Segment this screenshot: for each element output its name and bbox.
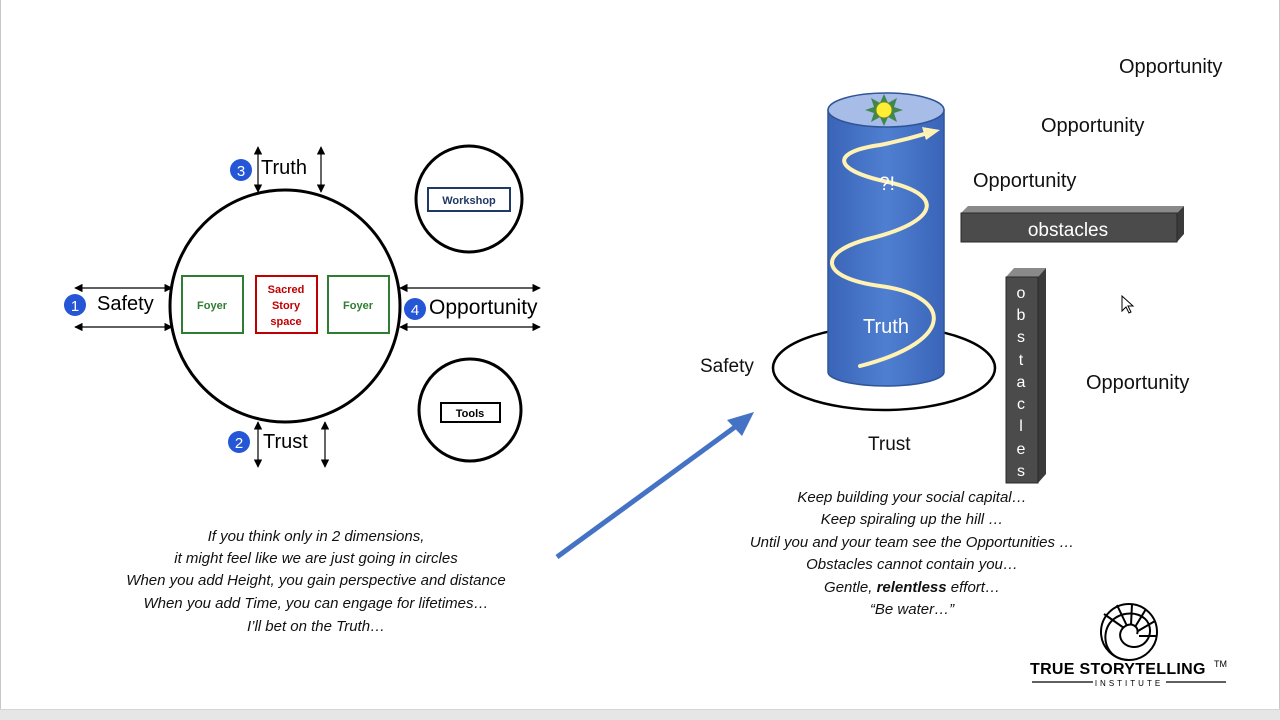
truth-cylinder [827, 92, 945, 387]
right-caption-line-3: Until you and your team see the Opportun… [750, 534, 1074, 551]
right-safety-label: Safety [700, 356, 754, 377]
left-caption-line-5: I’ll bet on the Truth… [247, 618, 385, 635]
svg-text:t: t [1019, 352, 1024, 369]
left-caption: If you think only in 2 dimensions, it mi… [126, 528, 505, 635]
left-caption-line-3: When you add Height, you gain perspectiv… [126, 572, 505, 589]
svg-text:Sacred: Sacred [268, 284, 305, 296]
left-caption-line-1: If you think only in 2 dimensions, [208, 528, 425, 545]
svg-text:b: b [1017, 307, 1026, 324]
svg-text:Foyer: Foyer [197, 300, 228, 312]
left-truth-label: Truth [261, 157, 307, 179]
svg-text:e: e [1017, 441, 1026, 458]
right-caption-line-5: Gentle, relentless effort… [824, 579, 1000, 596]
badge-3: 3 [230, 159, 252, 181]
svg-text:3: 3 [237, 163, 245, 180]
left-caption-line-2: it might feel like we are just going in … [174, 550, 458, 567]
svg-text:TM: TM [1214, 659, 1227, 669]
svg-text:obstacles: obstacles [1028, 220, 1108, 241]
svg-text:l: l [1019, 418, 1023, 435]
spiral-arrowhead [922, 127, 940, 140]
left-diagram: Safety Trust Truth Opportunity 1 2 3 4 F… [64, 144, 541, 468]
svg-text:s: s [1017, 329, 1025, 346]
svg-text:space: space [270, 316, 301, 328]
opportunity-label-3: Opportunity [973, 170, 1076, 192]
true-storytelling-logo: TRUE STORYTELLING TM INSTITUTE [1030, 603, 1227, 688]
svg-text:o: o [1017, 285, 1026, 302]
svg-text:1: 1 [71, 298, 79, 315]
left-caption-line-4: When you add Time, you can engage for li… [143, 595, 488, 612]
svg-text:a: a [1017, 374, 1026, 391]
right-truth-label: Truth [863, 316, 909, 338]
svg-text:TRUE STORYTELLING: TRUE STORYTELLING [1030, 661, 1206, 678]
bottom-bar [0, 709, 1280, 720]
right-trust-label: Trust [868, 434, 911, 455]
svg-text:s: s [1017, 463, 1025, 480]
foyer-box-right: Foyer [327, 275, 390, 334]
svg-text:Tools: Tools [456, 408, 485, 420]
obstacles-horizontal-slab: obstacles [960, 206, 1184, 243]
mouse-cursor-icon [1121, 294, 1135, 314]
left-trust-label: Trust [263, 431, 308, 453]
sun-icon [865, 94, 903, 126]
left-opportunity-label: Opportunity [429, 296, 538, 319]
svg-text:c: c [1017, 396, 1025, 413]
right-diagram: ?! Truth Safety Trust obstacles o b s t … [700, 56, 1222, 484]
foyer-box-left: Foyer [181, 275, 244, 334]
nautilus-shell-icon [1100, 603, 1158, 661]
svg-text:Foyer: Foyer [343, 300, 374, 312]
workshop-circle: Workshop [414, 144, 524, 254]
left-safety-label: Safety [97, 293, 154, 315]
right-caption: Keep building your social capital… Keep … [750, 489, 1074, 618]
obstacles-vertical-slab: o b s t a c l e s [1005, 268, 1046, 484]
spiral-path [830, 131, 936, 368]
right-caption-line-2: Keep spiraling up the hill … [821, 511, 1004, 528]
svg-text:4: 4 [411, 302, 419, 319]
left-frame-border [0, 0, 1, 720]
svg-text:Story: Story [272, 300, 301, 312]
connector-arrow [555, 412, 754, 560]
badge-1: 1 [64, 294, 86, 316]
right-caption-line-1: Keep building your social capital… [797, 489, 1026, 506]
opportunity-label-4: Opportunity [1086, 372, 1189, 394]
question-mark-label: ?! [879, 174, 895, 195]
svg-text:INSTITUTE: INSTITUTE [1095, 679, 1163, 688]
opportunity-label-2: Opportunity [1041, 115, 1144, 137]
svg-text:2: 2 [235, 435, 243, 452]
tools-circle: Tools [417, 357, 523, 463]
right-caption-line-4: Obstacles cannot contain you… [806, 556, 1018, 573]
sacred-story-space-box: Sacred Story space [255, 275, 318, 334]
opportunity-label-1: Opportunity [1119, 56, 1222, 78]
svg-text:Workshop: Workshop [442, 195, 496, 207]
badge-2: 2 [228, 431, 250, 453]
badge-4: 4 [404, 298, 426, 320]
right-caption-line-6: “Be water…” [870, 601, 955, 618]
